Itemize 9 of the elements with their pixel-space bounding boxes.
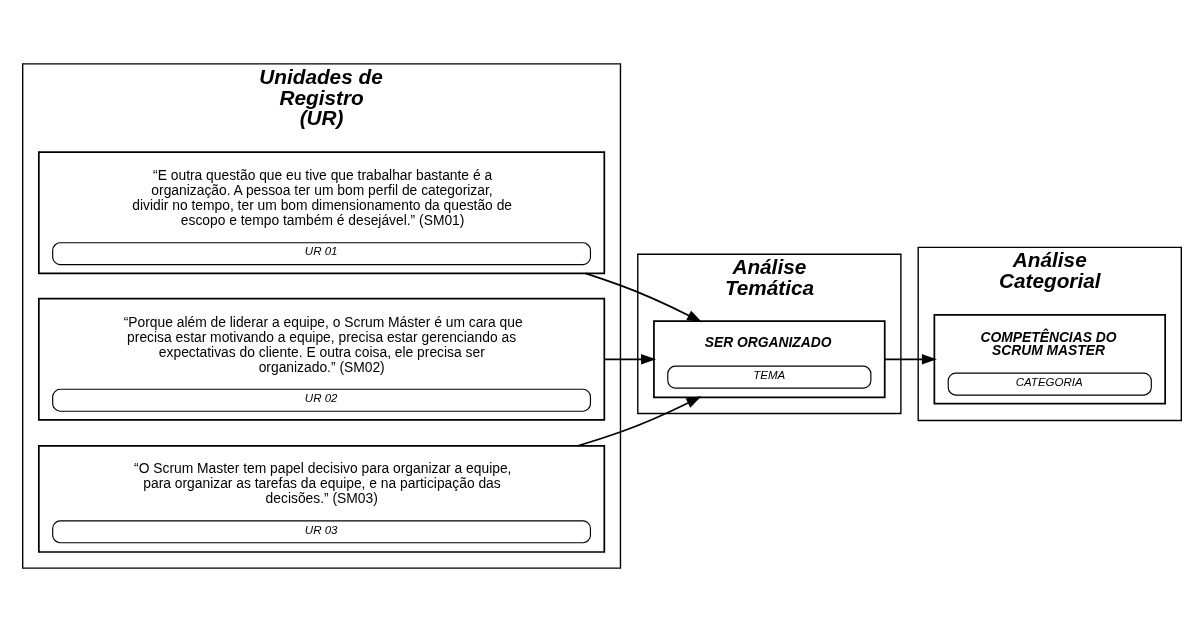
arrow xyxy=(577,396,702,447)
arrow xyxy=(883,354,937,365)
arrow xyxy=(584,272,703,323)
node-box: “Porque além de liderar a equipe, o Scrum Máster é um cara que precisa estar motivando a equipe, precisa estar gerenciando as expectativas do cliente. E outra coisa, ele precisa ser organizado.” (SM02) UR 02 xyxy=(37,297,606,421)
arrow xyxy=(603,354,657,365)
node-box: COMPETÊNCIAS DO SCRUM MASTER CATEGORIA xyxy=(933,314,1167,405)
node-box: SER ORGANIZADO TEMA xyxy=(653,320,886,399)
node-box: “E outra questão que eu tive que trabalhar bastante é a organização. A pessoa ter um bom perfil de categorizar, dividir no tempo, ter um bom dimensionamento da questão de escopo e tempo também é desejável.” (SM01) UR 01 xyxy=(37,151,606,275)
node-box: “O Scrum Master tem papel decisivo para organizar a equipe, para organizar as tarefas da equipe, e na participação das decisões.” (SM03) UR 03 xyxy=(37,444,606,553)
